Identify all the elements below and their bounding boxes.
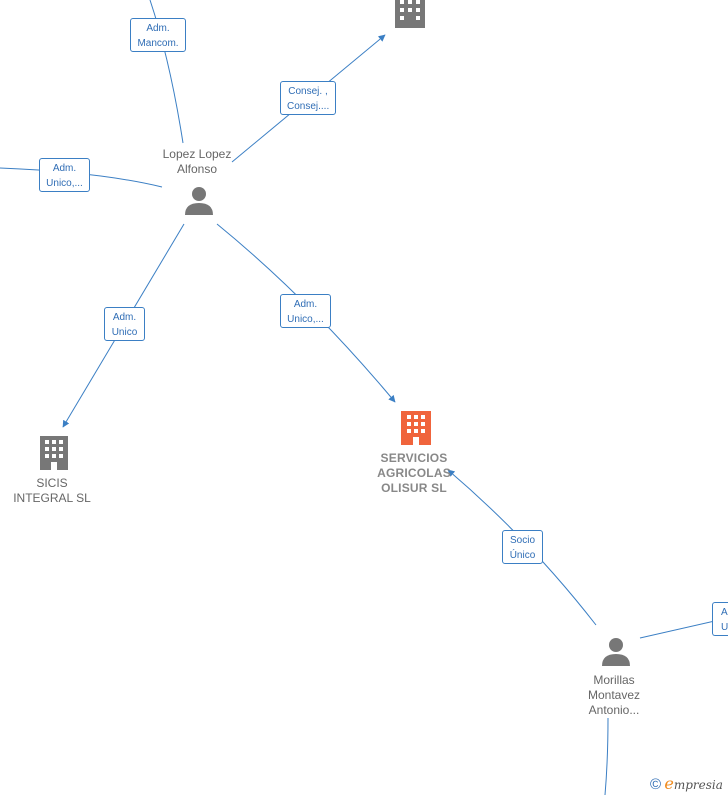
edge-adm-unico-left [0,167,163,188]
edge-label-adm-unico-left[interactable]: Adm. Unico,... [39,158,90,192]
copyright-icon: © [650,776,662,793]
person-icon[interactable] [185,187,213,215]
building-icon[interactable] [40,436,68,470]
brand-logo-text: mpresia [673,778,723,792]
edge-label-adm-unico-servicios[interactable]: Adm. Unico,... [280,294,331,328]
edge-label-adm-mancom[interactable]: Adm. Mancom. [130,18,186,52]
node-label-servicios[interactable]: SERVICIOS AGRICOLAS OLISUR SL [377,451,451,495]
building-icon[interactable] [401,411,431,445]
building-icon[interactable] [395,0,425,28]
edge-label-adm-unico-sicis[interactable]: Adm. Unico [104,307,145,341]
edge-label-adm-unico-right[interactable]: A U [712,602,728,636]
edge-label-socio-unico[interactable]: Socio Único [502,530,543,564]
brand-logo-e: e [664,774,674,793]
node-label-sicis[interactable]: SICIS INTEGRAL SL [13,476,91,505]
edge-adm-mancom [149,0,184,144]
edge-label-consej[interactable]: Consej. , Consej.... [280,81,336,115]
person-icon[interactable] [602,638,630,666]
brand-watermark: © empresia [650,774,723,793]
node-label-lopez[interactable]: Lopez Lopez Alfonso [162,147,232,176]
node-label-morillas[interactable]: Morillas Montavez Antonio... [587,673,641,717]
edge-morillas-down [604,717,609,795]
